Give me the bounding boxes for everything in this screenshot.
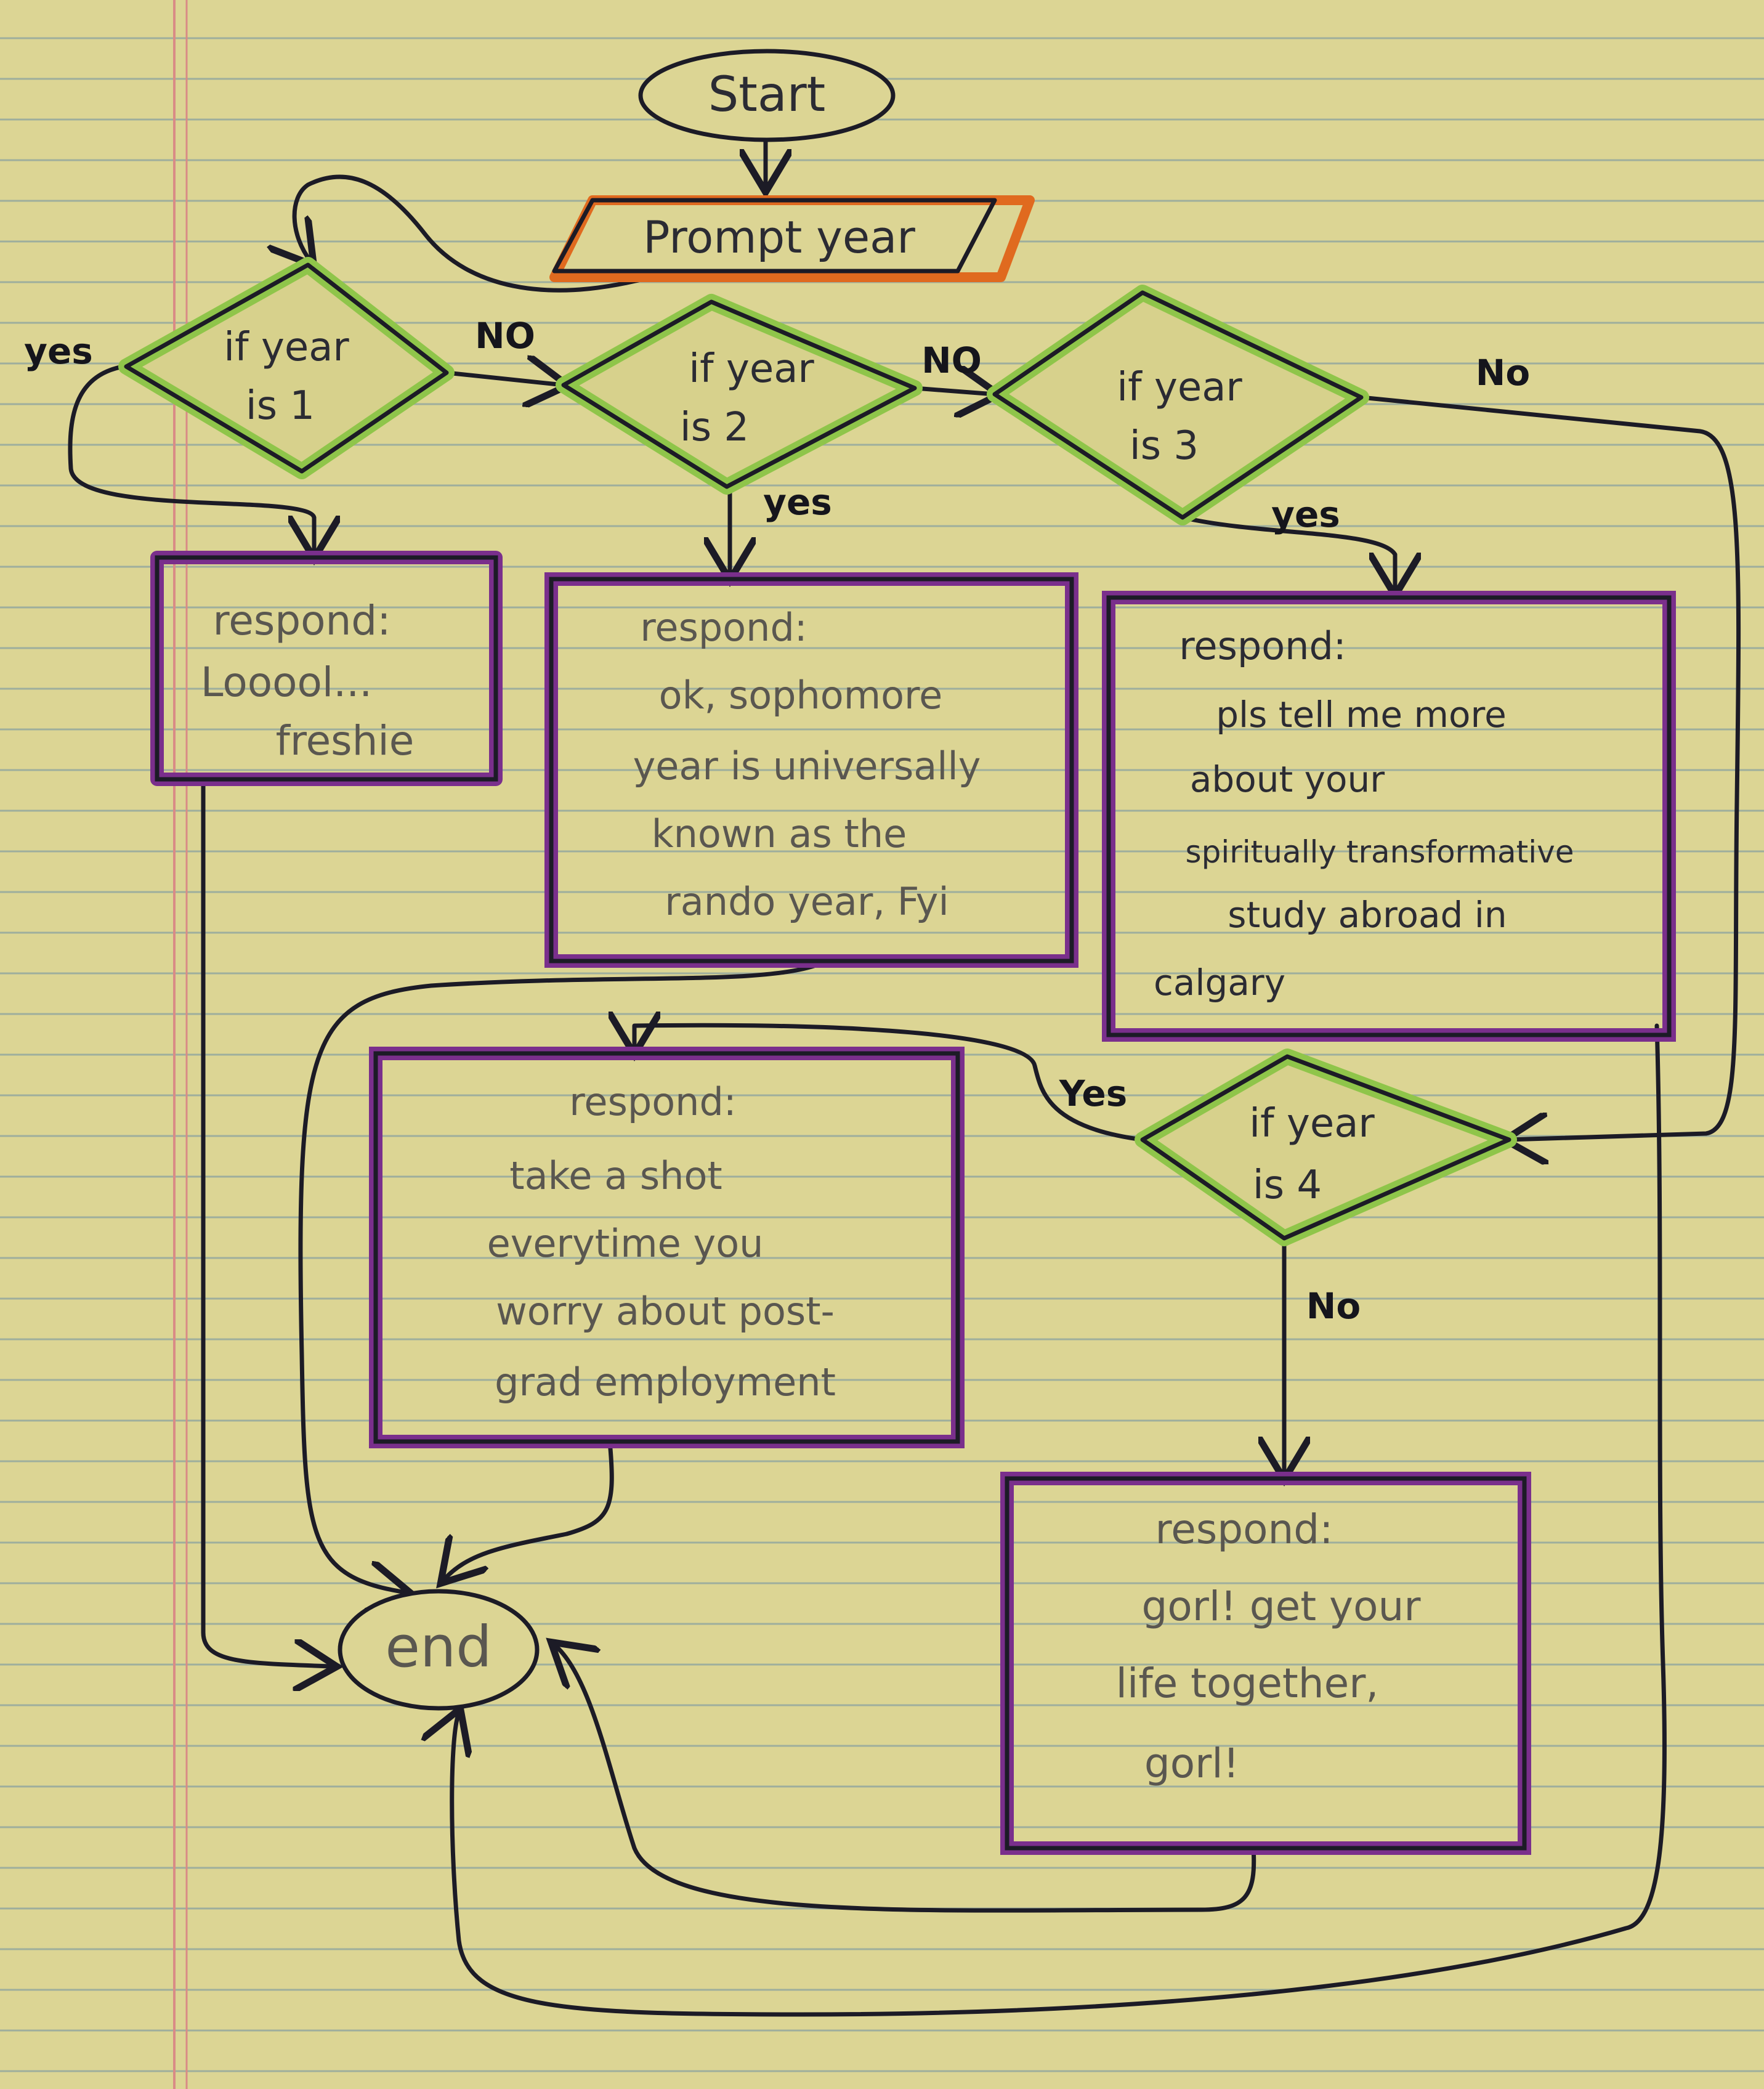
decision-year-1: if year is 1 [118,257,455,479]
edge-d1-d2 [444,373,564,385]
r1-line-1: respond: [213,597,391,644]
edge-r3-end [452,1023,1667,2017]
end-node: end [338,1589,540,1711]
r3-line-6: calgary [1154,962,1285,1004]
respond-box-senior-worry: respond: take a shot everytime you worry… [369,1047,965,1448]
r3-line-5: study abroad in [1228,894,1507,936]
decision-year-2: if year is 2 [556,294,923,495]
decision-1-line-1: if year [224,325,349,370]
edge-d2-d3 [912,388,995,394]
r1-line-2: Looool... [201,659,372,706]
edge-prompt-d1 [294,174,674,293]
decision-2-line-2: is 2 [680,405,749,450]
r3-line-3: about your [1190,758,1385,800]
r5-line-2: gorl! get your [1142,1583,1422,1630]
edge-r2-end [298,962,822,1592]
r3-line-4: spiritually transformative [1186,834,1574,870]
respond-box-junior: respond: pls tell me more about your spi… [1102,591,1676,1042]
respond-box-gorl: respond: gorl! get your life together, g… [1000,1472,1531,1855]
edge-d3-d4 [1359,395,1741,1140]
r4-line-4: worry about post- [496,1289,835,1334]
decision-year-3: if year is 3 [987,285,1369,525]
decision-3-line-1: if year [1117,365,1242,410]
r2-line-5: rando year, Fyi [665,879,949,924]
decision-4-line-1: if year [1249,1101,1375,1146]
r1-line-3: freshie [276,717,415,765]
respond-box-freshie: respond: Looool... freshie [150,551,503,786]
r5-line-3: life together, [1116,1660,1379,1707]
start-node: Start [638,49,896,142]
r4-line-2: take a shot [509,1153,722,1198]
r5-line-1: respond: [1155,1506,1333,1553]
r3-line-2: pls tell me more [1216,694,1507,736]
edge-d1-r1 [68,364,314,554]
r2-line-2: ok, sophomore [659,673,943,718]
connectors [68,127,1741,2017]
decision-2-line-1: if year [689,346,814,392]
r5-line-4: gorl! [1144,1740,1239,1787]
edge-d4-r4 [634,1025,1145,1142]
r4-line-1: respond: [569,1079,736,1124]
decision-1-line-2: is 1 [246,383,315,429]
label-d4-yes: Yes [1059,1073,1128,1114]
decision-4-line-2: is 4 [1253,1162,1322,1208]
edge-r1-end [201,774,333,1666]
decision-year-4: if year is 4 [1135,1049,1517,1246]
label-d1-yes: yes [24,330,93,372]
prompt-label: Prompt year [643,211,915,263]
edge-r4-end [443,1439,614,1580]
label-d2-yes: yes [763,481,832,523]
label-d3-no: No [1476,352,1530,394]
r2-line-3: year is universally [633,744,981,789]
respond-box-sophomore: respond: ok, sophomore year is universal… [544,572,1078,968]
r2-line-4: known as the [652,811,907,856]
edge-d3-r3 [1180,515,1395,591]
r4-line-3: everytime you [487,1221,764,1266]
label-d2-no: NO [921,339,982,381]
r2-line-1: respond: [640,605,807,650]
r4-line-5: grad employment [495,1360,836,1405]
prompt-node: Prompt year [549,195,1035,282]
edge-r5-end [554,1645,1256,1913]
label-d3-yes: yes [1271,493,1340,535]
start-label: Start [708,67,826,123]
end-label: end [385,1614,492,1680]
r3-line-1: respond: [1179,623,1346,668]
label-d4-no: No [1306,1285,1361,1327]
label-d1-no: NO [475,315,535,357]
decision-3-line-2: is 3 [1130,423,1199,469]
